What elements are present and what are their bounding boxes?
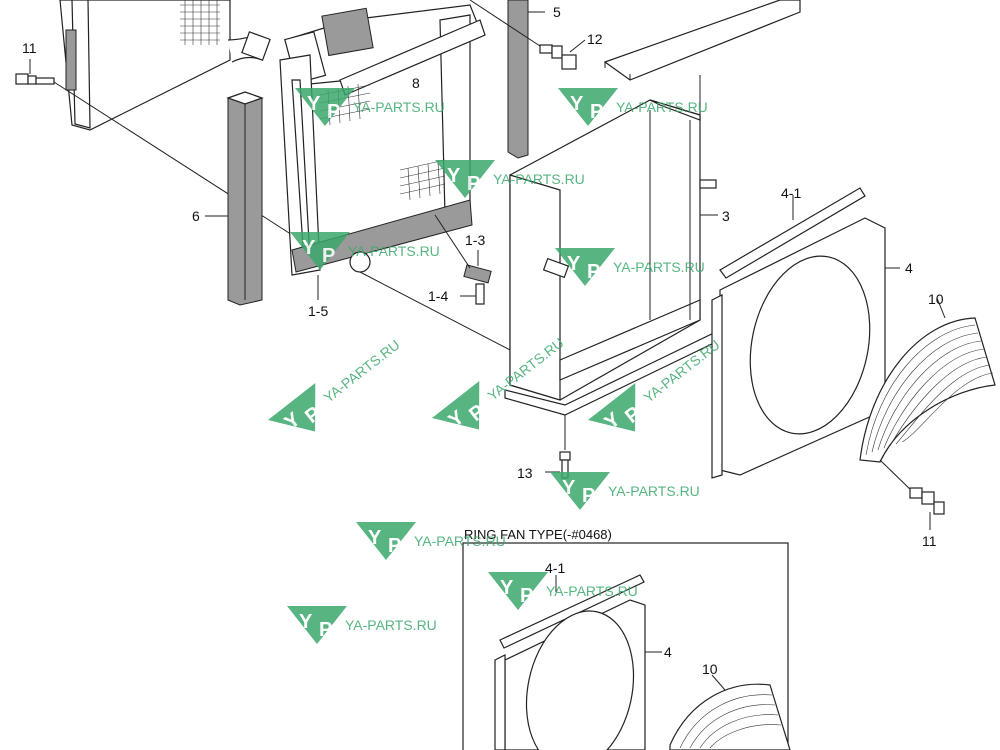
svg-text:YA-PARTS.RU: YA-PARTS.RU [546, 583, 638, 599]
callout-4-top: 4 [905, 260, 913, 276]
svg-text:P: P [322, 245, 335, 267]
svg-text:Y: Y [368, 527, 382, 549]
svg-text:YA-PARTS.RU: YA-PARTS.RU [348, 243, 440, 259]
svg-text:Y: Y [447, 165, 461, 187]
svg-text:YA-PARTS.RU: YA-PARTS.RU [493, 171, 585, 187]
svg-text:Y: Y [307, 93, 321, 115]
watermark: Y P YA-PARTS.RU [287, 606, 437, 644]
bolt-12 [469, 0, 586, 70]
callout-10-top: 10 [928, 291, 944, 307]
callout-4-1-inset: 4-1 [545, 560, 565, 576]
callout-3: 3 [722, 208, 730, 224]
callout-12: 12 [587, 31, 603, 47]
svg-text:YA-PARTS.RU: YA-PARTS.RU [608, 483, 700, 499]
watermark: Y P YA-PARTS.RU [555, 248, 705, 286]
watermark: Y P YA-PARTS.RU [550, 472, 700, 510]
svg-text:P: P [587, 261, 600, 283]
seal-6 [205, 91, 264, 306]
watermark: Y P YA-PARTS.RU [356, 522, 506, 560]
svg-text:P: P [520, 585, 533, 607]
svg-text:P: P [590, 101, 603, 123]
callout-1-3: 1-3 [465, 232, 485, 248]
watermark: Y P YA-PARTS.RU [268, 336, 403, 434]
bolt-11-right [879, 459, 945, 530]
watermark: Y P YA-PARTS.RU [290, 232, 440, 270]
svg-text:YA-PARTS.RU: YA-PARTS.RU [414, 533, 506, 549]
svg-text:Y: Y [562, 477, 576, 499]
svg-text:P: P [467, 173, 480, 195]
watermark: Y P YA-PARTS.RU [558, 88, 708, 126]
svg-text:P: P [582, 485, 595, 507]
fan-shroud-4 [711, 187, 900, 479]
svg-text:P: P [327, 101, 340, 123]
watermark: Y P YA-PARTS.RU [295, 88, 445, 126]
callout-4-inset: 4 [664, 644, 672, 660]
svg-text:Y: Y [302, 237, 316, 259]
drain-parts [434, 214, 492, 305]
callout-6: 6 [192, 208, 200, 224]
inset-title: RING FAN TYPE(-#0468) [464, 527, 612, 542]
radiator [279, 4, 511, 351]
fan-guard-10 [859, 297, 996, 463]
callout-4-1-top: 4-1 [781, 185, 801, 201]
callout-11-right: 11 [922, 533, 937, 549]
svg-text:YA-PARTS.RU: YA-PARTS.RU [345, 617, 437, 633]
svg-text:P: P [388, 535, 401, 557]
svg-text:Y: Y [570, 93, 584, 115]
svg-text:Y: Y [299, 611, 313, 633]
svg-text:Y: Y [567, 253, 581, 275]
callout-11-top: 11 [22, 40, 37, 56]
watermark: Y P YA-PARTS.RU [435, 160, 585, 198]
callout-13: 13 [517, 465, 533, 481]
callout-1-4: 1-4 [428, 288, 448, 304]
svg-text:P: P [319, 619, 332, 641]
svg-text:YA-PARTS.RU: YA-PARTS.RU [320, 336, 402, 405]
svg-text:YA-PARTS.RU: YA-PARTS.RU [613, 259, 705, 275]
svg-text:Y: Y [500, 577, 514, 599]
callout-5: 5 [553, 4, 561, 20]
callout-1-5: 1-5 [308, 303, 328, 319]
upper-plate [603, 0, 801, 81]
ring-fan-inset [462, 542, 791, 750]
callout-8: 8 [412, 75, 420, 91]
watermark: Y P YA-PARTS.RU [488, 572, 638, 610]
svg-text:YA-PARTS.RU: YA-PARTS.RU [616, 99, 708, 115]
callout-10-inset: 10 [702, 661, 718, 677]
seal-5 [507, 0, 545, 159]
callout-labels: 11 8 5 12 6 3 1-3 1-4 1-5 4-1 4 10 13 11… [22, 4, 944, 677]
svg-text:YA-PARTS.RU: YA-PARTS.RU [353, 99, 445, 115]
